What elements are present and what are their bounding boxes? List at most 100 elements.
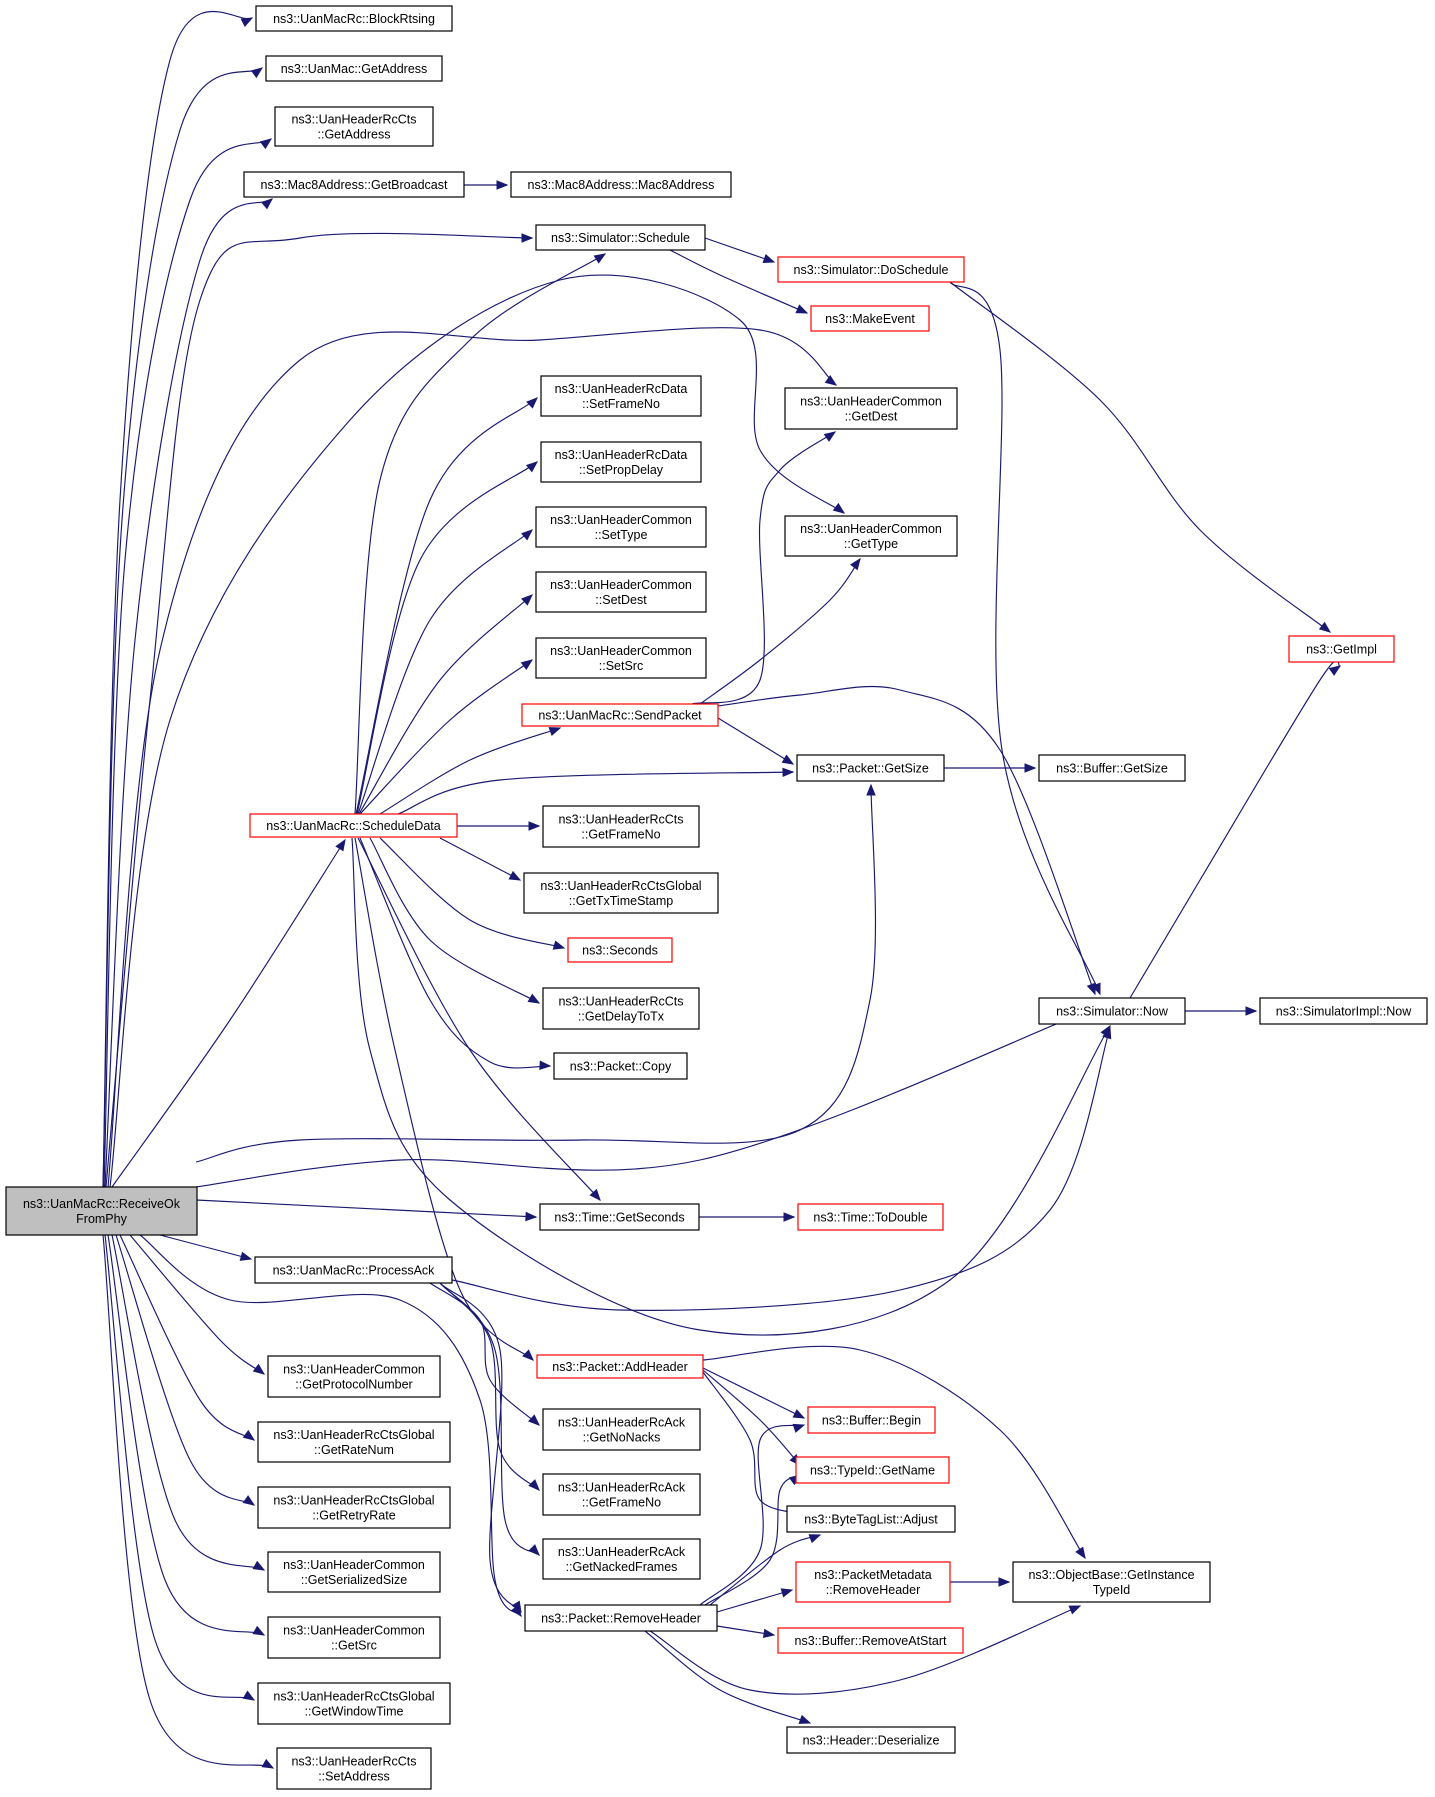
node-box bbox=[257, 1682, 451, 1725]
edge-line bbox=[139, 1234, 522, 1617]
node-getRetryRate[interactable]: ns3::UanHeaderRcCtsGlobal::GetRetryRate bbox=[257, 1486, 451, 1529]
node-pmRemoveHeader[interactable]: ns3::PacketMetadata::RemoveHeader bbox=[795, 1561, 951, 1603]
node-timeGetSeconds[interactable]: ns3::Time::GetSeconds bbox=[539, 1203, 700, 1231]
node-box bbox=[777, 1627, 964, 1654]
edge-scheduleData-to-timeGetSeconds bbox=[357, 837, 601, 1202]
node-getTxTimeStamp[interactable]: ns3::UanHeaderRcCtsGlobal::GetTxTimeStam… bbox=[523, 872, 719, 914]
node-addHeader[interactable]: ns3::Packet::AddHeader bbox=[536, 1354, 704, 1379]
node-seconds[interactable]: ns3::Seconds bbox=[567, 937, 673, 963]
node-getRateNum[interactable]: ns3::UanHeaderRcCtsGlobal::GetRateNum bbox=[257, 1421, 451, 1463]
edge-removeHeader-to-deserialize bbox=[644, 1630, 812, 1724]
node-box bbox=[540, 441, 702, 483]
node-simNow[interactable]: ns3::Simulator::Now bbox=[1038, 997, 1186, 1025]
node-blockRtsing[interactable]: ns3::UanMacRc::BlockRtsing bbox=[255, 5, 453, 32]
node-deserialize[interactable]: ns3::Header::Deserialize bbox=[786, 1726, 956, 1754]
node-removeAtStart[interactable]: ns3::Buffer::RemoveAtStart bbox=[777, 1627, 964, 1654]
edge-arrowhead bbox=[525, 1211, 538, 1222]
node-ackGetFrameNo[interactable]: ns3::UanHeaderRcAck::GetFrameNo bbox=[542, 1473, 701, 1516]
node-makeEvent[interactable]: ns3::MakeEvent bbox=[810, 305, 930, 332]
node-label: ns3::UanHeaderCommon bbox=[550, 578, 692, 592]
edge-processAck-to-removeHeader bbox=[439, 1282, 522, 1614]
edge-line bbox=[111, 839, 346, 1188]
node-macGetAddress[interactable]: ns3::UanMac::GetAddress bbox=[265, 55, 443, 82]
node-getDest[interactable]: ns3::UanHeaderCommon::GetDest bbox=[784, 387, 958, 430]
edge-processAck-to-getNoNacks bbox=[429, 1282, 540, 1426]
node-setAddress[interactable]: ns3::UanHeaderRcCts::SetAddress bbox=[276, 1747, 432, 1790]
edge-simNow-to-simImplNow bbox=[1185, 1006, 1258, 1016]
node-getNackedFrames[interactable]: ns3::UanHeaderRcAck::GetNackedFrames bbox=[542, 1538, 701, 1580]
node-bufferBegin[interactable]: ns3::Buffer::Begin bbox=[807, 1406, 936, 1434]
edge-line bbox=[716, 1589, 793, 1613]
node-schedule[interactable]: ns3::Simulator::Schedule bbox=[535, 224, 706, 251]
edge-arrowhead bbox=[589, 1188, 601, 1202]
node-hdrRcCtsGetAddress[interactable]: ns3::UanHeaderRcCts::GetAddress bbox=[274, 106, 434, 147]
edge-timeGetSeconds-to-timeToDouble bbox=[699, 1212, 796, 1222]
node-getDelayToTx[interactable]: ns3::UanHeaderRcCts::GetDelayToTx bbox=[542, 987, 700, 1030]
node-ctsGetFrameNo[interactable]: ns3::UanHeaderRcCts::GetFrameNo bbox=[542, 805, 700, 848]
edge-arrowhead bbox=[242, 1495, 256, 1506]
edge-arrowhead bbox=[260, 198, 274, 210]
edge-line bbox=[359, 837, 551, 1069]
node-getSerializedSize[interactable]: ns3::UanHeaderCommon::GetSerializedSize bbox=[267, 1551, 441, 1593]
edge-doSchedule-to-getImpl bbox=[949, 281, 1332, 633]
edge-processAck-to-simNow bbox=[451, 1026, 1112, 1311]
node-removeHeader[interactable]: ns3::Packet::RemoveHeader bbox=[524, 1604, 718, 1632]
node-label: ns3::UanMacRc::BlockRtsing bbox=[273, 12, 435, 26]
node-setSrc[interactable]: ns3::UanHeaderCommon::SetSrc bbox=[535, 637, 707, 679]
node-label: ns3::ObjectBase::GetInstance bbox=[1028, 1568, 1194, 1582]
node-getNoNacks[interactable]: ns3::UanHeaderRcAck::GetNoNacks bbox=[542, 1408, 701, 1451]
edge-line bbox=[351, 837, 1111, 1336]
node-label: ns3::GetImpl bbox=[1306, 643, 1377, 657]
node-getSrc[interactable]: ns3::UanHeaderCommon::GetSrc bbox=[267, 1616, 441, 1659]
node-scheduleData[interactable]: ns3::UanMacRc::ScheduleData bbox=[249, 813, 458, 838]
edge-arrowhead bbox=[798, 1714, 812, 1724]
node-packetGetSize[interactable]: ns3::Packet::GetSize bbox=[796, 754, 945, 782]
edge-scheduleData-to-ctsGetFrameNo bbox=[457, 821, 541, 831]
node-label: ::GetSerializedSize bbox=[301, 1573, 407, 1587]
edge-arrowhead bbox=[823, 431, 837, 442]
node-getBroadcast[interactable]: ns3::Mac8Address::GetBroadcast bbox=[243, 171, 465, 198]
node-getWindowTime[interactable]: ns3::UanHeaderRcCtsGlobal::GetWindowTime bbox=[257, 1682, 451, 1725]
node-label: ns3::Buffer::Begin bbox=[822, 1414, 921, 1428]
node-sendPacket[interactable]: ns3::UanMacRc::SendPacket bbox=[521, 703, 719, 727]
node-setDest[interactable]: ns3::UanHeaderCommon::SetDest bbox=[535, 571, 707, 613]
node-setFrameNo[interactable]: ns3::UanHeaderRcData::SetFrameNo bbox=[540, 375, 702, 417]
edge-root-to-getType bbox=[109, 274, 846, 1188]
node-simImplNow[interactable]: ns3::SimulatorImpl::Now bbox=[1259, 997, 1428, 1025]
edge-getBroadcast-to-mac8Address bbox=[464, 180, 509, 190]
node-typeIdGetName[interactable]: ns3::TypeId::GetName bbox=[795, 1456, 950, 1484]
node-getImpl[interactable]: ns3::GetImpl bbox=[1288, 635, 1395, 663]
node-label: ::SetAddress bbox=[318, 1770, 390, 1784]
node-byteTagListAdjust[interactable]: ns3::ByteTagList::Adjust bbox=[786, 1505, 956, 1533]
node-label: ns3::UanHeaderRcData bbox=[555, 448, 688, 462]
node-setType[interactable]: ns3::UanHeaderCommon::SetType bbox=[535, 506, 707, 548]
node-label: ::GetDest bbox=[845, 410, 898, 424]
node-label: ::SetDest bbox=[595, 593, 647, 607]
node-setPropDelay[interactable]: ns3::UanHeaderRcData::SetPropDelay bbox=[540, 441, 702, 483]
edge-root-to-setAddress bbox=[102, 1234, 275, 1769]
node-mac8Address[interactable]: ns3::Mac8Address::Mac8Address bbox=[510, 171, 732, 198]
edge-arrowhead bbox=[496, 180, 509, 190]
node-packetCopy[interactable]: ns3::Packet::Copy bbox=[553, 1052, 688, 1080]
edge-line bbox=[949, 281, 1331, 633]
edge-sendPacket-to-getDest bbox=[691, 431, 837, 705]
node-doSchedule[interactable]: ns3::Simulator::DoSchedule bbox=[777, 256, 965, 283]
node-box bbox=[542, 805, 700, 848]
edge-arrowhead bbox=[252, 1363, 266, 1375]
node-getType[interactable]: ns3::UanHeaderCommon::GetType bbox=[784, 515, 958, 557]
node-processAck[interactable]: ns3::UanMacRc::ProcessAck bbox=[254, 1256, 453, 1284]
edge-scheduleData-to-getDelayToTx bbox=[369, 837, 541, 1004]
edge-line bbox=[195, 1009, 1091, 1188]
node-label: ns3::ByteTagList::Adjust bbox=[804, 1513, 938, 1527]
edge-addHeader-to-getInstanceTypeId bbox=[702, 1345, 1086, 1560]
edge-line bbox=[439, 1282, 540, 1556]
edge-arrowhead bbox=[526, 397, 538, 409]
node-label: ns3::UanHeaderCommon bbox=[550, 644, 692, 658]
node-getProtocolNumber[interactable]: ns3::UanHeaderCommon::GetProtocolNumber bbox=[267, 1355, 441, 1398]
node-bufferGetSize[interactable]: ns3::Buffer::GetSize bbox=[1038, 754, 1186, 782]
node-label: ns3::Time::GetSeconds bbox=[554, 1211, 684, 1225]
node-timeToDouble[interactable]: ns3::Time::ToDouble bbox=[797, 1203, 944, 1231]
